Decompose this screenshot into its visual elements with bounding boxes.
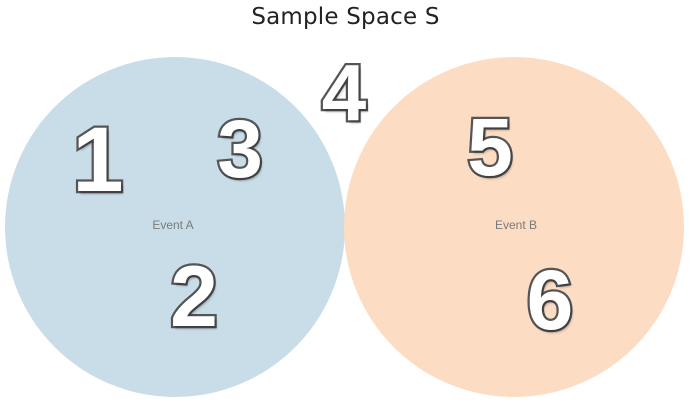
- outcome-4: 4: [320, 48, 369, 137]
- outcome-5: 5: [465, 102, 515, 193]
- outcome-2: 2: [168, 249, 220, 345]
- event-b-circle: [344, 57, 684, 397]
- event-b-label: Event B: [494, 218, 538, 232]
- diagram-title: Sample Space S: [251, 4, 440, 30]
- outcome-1: 1: [70, 109, 126, 211]
- outcome-6: 6: [524, 253, 575, 347]
- outcome-3: 3: [215, 104, 265, 195]
- event-a-circle: [5, 57, 345, 397]
- event-a-label: Event A: [152, 218, 194, 232]
